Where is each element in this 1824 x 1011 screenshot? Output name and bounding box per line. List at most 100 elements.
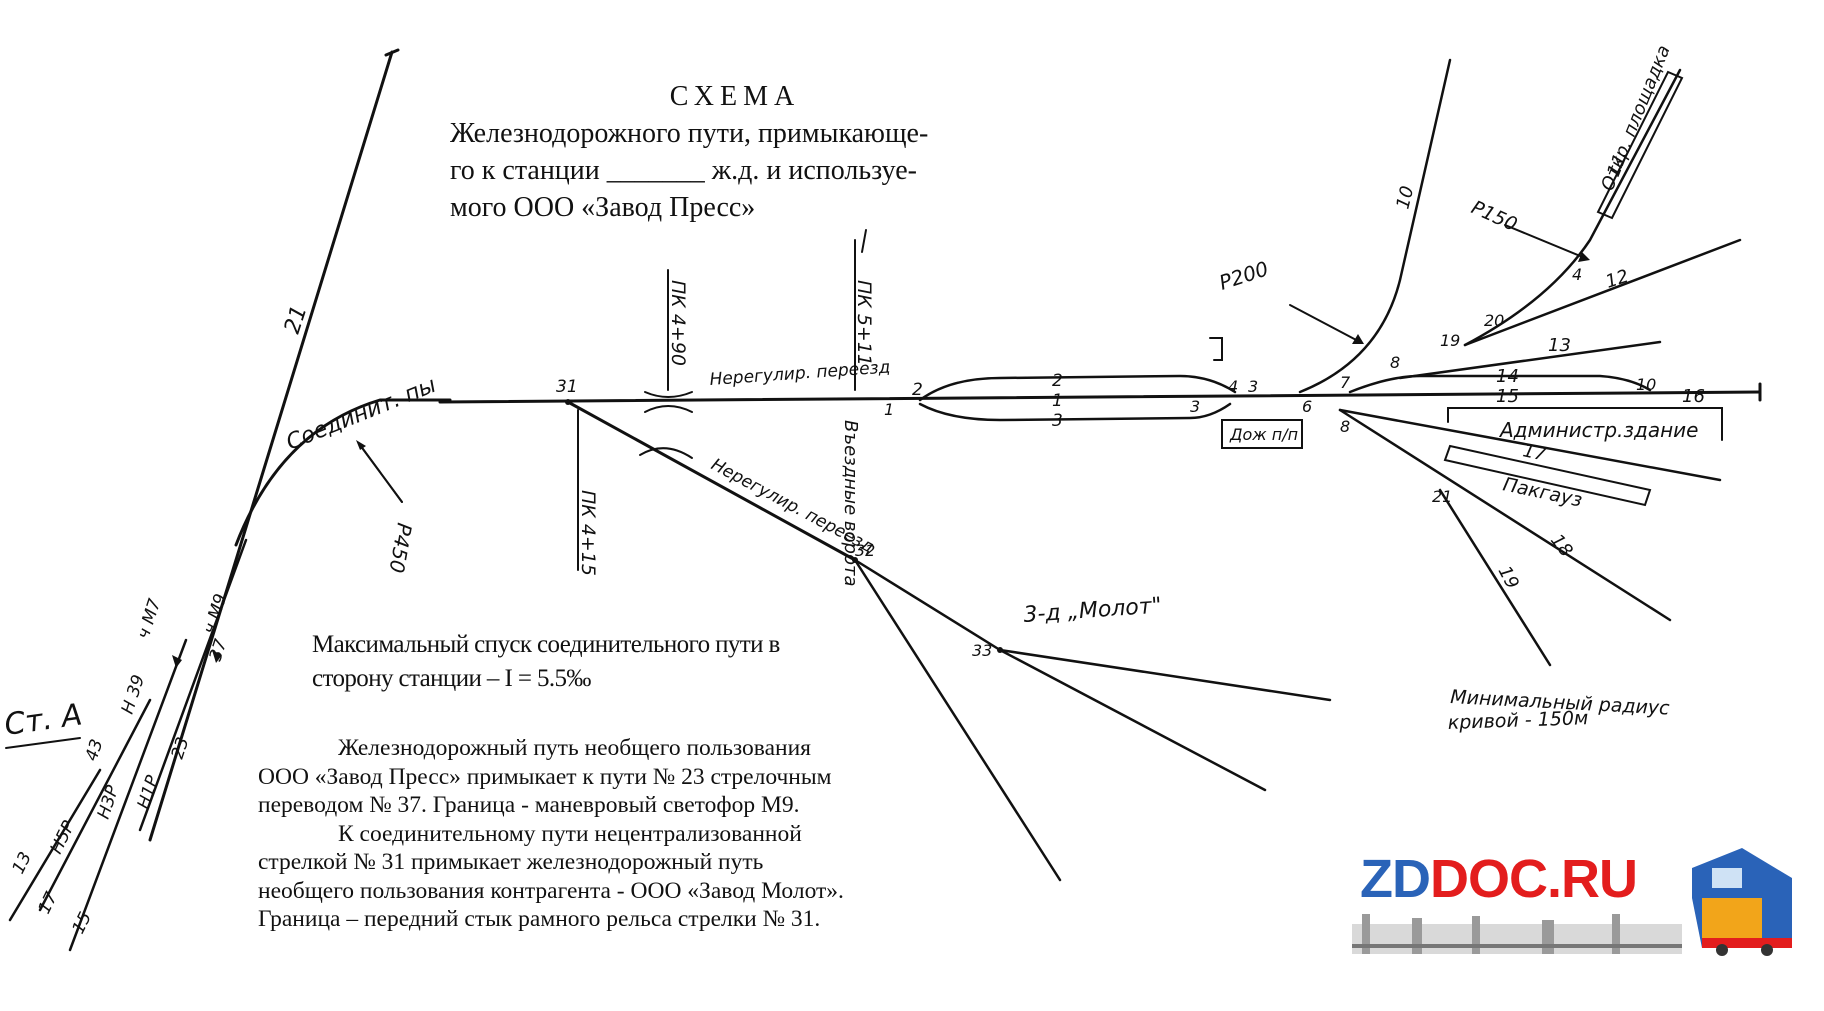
- crossing-1-label: Нерегулир. переезд: [709, 357, 891, 390]
- title-line-2: Железнодорожного пути, примыкающе-: [450, 118, 929, 149]
- switch-8-label: 8: [1390, 353, 1400, 372]
- track-19-label: 19: [1494, 562, 1523, 592]
- depot-box: [1221, 419, 1303, 449]
- track-15s-label: 15: [69, 909, 96, 937]
- track-17-label: 17: [1521, 440, 1548, 465]
- molot-track-a: [853, 558, 1062, 882]
- molot-track-b: [853, 558, 1002, 652]
- main-horizontal-track: [438, 390, 1762, 404]
- track-15-label: 15: [1496, 386, 1519, 407]
- signal-m9-label: ч М9: [200, 591, 232, 636]
- track-17-line: [38, 698, 152, 912]
- track-end-stop: [384, 48, 400, 57]
- description-block: Железнодорожный путь необщего пользовани…: [258, 734, 858, 934]
- track-13-yard-line: [1398, 340, 1662, 380]
- molot-track-d: [998, 648, 1332, 702]
- molot-label: 3-д „Молот": [1023, 593, 1163, 628]
- warehouse-outline: [1443, 444, 1652, 507]
- track-2-line: [918, 374, 1237, 402]
- track-2-label: 2: [1052, 371, 1063, 391]
- admin-label: Администр.здание: [1498, 418, 1698, 442]
- switch-31-dot: [565, 399, 571, 405]
- r450-label: Р450: [384, 521, 416, 575]
- track-12-line: [1463, 238, 1742, 347]
- switch-19-label: 19: [1440, 331, 1460, 350]
- track-13-label: 13: [1548, 335, 1571, 356]
- track-3-line: [918, 402, 1232, 422]
- scheme-title: СХЕМА Железнодорожного пути, примыкающе-…: [450, 78, 1090, 226]
- switch-1-label: 1: [884, 400, 894, 419]
- track-12-label: 12: [1603, 266, 1631, 293]
- min-radius-label-2: кривой - 150м: [1447, 707, 1588, 734]
- title-line-3: го к станции _______ ж.д. и используе-: [450, 155, 917, 186]
- title-line-4: мого ООО «Завод Пресс»: [450, 192, 756, 223]
- station-underline: [5, 737, 81, 749]
- switch-31-label: 31: [556, 377, 578, 397]
- crossing-bracket-1: [644, 405, 693, 413]
- r150-arrow: [1504, 224, 1586, 259]
- logo-text: ZDDOC.RU: [1360, 848, 1638, 910]
- logo-doc: DOC.RU: [1429, 849, 1638, 909]
- switch-6-label: 6: [1302, 397, 1312, 416]
- track-13-line: [8, 768, 102, 922]
- pk490-label: ПК 4+90: [667, 280, 689, 366]
- slope-note: Максимальный спуск соединительного пути …: [312, 628, 872, 696]
- track-18-line: [1338, 408, 1672, 622]
- r200-arrow-head: [1352, 334, 1364, 344]
- crossing-bracket-1b: [644, 391, 693, 398]
- track-23-label: 23: [168, 735, 194, 762]
- signal-n5r-label: Н5Р: [47, 817, 80, 857]
- track-15-line: [68, 638, 188, 952]
- switch-43-label: 43: [82, 737, 108, 764]
- r200-arrow: [1289, 304, 1361, 343]
- track-17-yard-line: [1338, 408, 1722, 482]
- connecting-track-label: Соединит. пы: [283, 373, 440, 456]
- title-heading: СХЕМА: [669, 81, 801, 112]
- track-10-label: 10: [1392, 184, 1418, 211]
- switch-32-label: 32: [855, 541, 875, 560]
- description-paragraph-2: К соединительному пути нецентрализованно…: [258, 820, 844, 933]
- depot-label: Дож п/п: [1229, 425, 1298, 444]
- locomotive-icon: [1692, 848, 1792, 956]
- switch-21-label: 21: [1432, 487, 1452, 506]
- pk415-label: ПК 4+15: [577, 490, 599, 576]
- warehouse-label: Пакгауз: [1501, 473, 1584, 511]
- track-17s-label: 17: [35, 889, 63, 917]
- track-16-label: 16: [1682, 386, 1705, 407]
- track-23-line: [138, 538, 248, 832]
- molot-track-c: [998, 648, 1267, 792]
- switch-32-dot: [852, 557, 858, 563]
- switch-33-dot: [997, 647, 1003, 653]
- station-label: Ст. А: [2, 697, 84, 743]
- r450-arrow: [359, 444, 403, 503]
- bracket-symbol: [1209, 337, 1223, 361]
- switch-7-label: 7: [1340, 373, 1351, 392]
- molot-branch-track: [566, 400, 857, 562]
- factory-skyline-icon: [1352, 914, 1682, 954]
- signal-m7-marker: [172, 655, 182, 668]
- switch-33-label: 33: [972, 641, 992, 660]
- signal-m9-marker: [212, 650, 222, 663]
- track-13s-label: 13: [9, 849, 36, 877]
- track-10-line: [1298, 58, 1452, 394]
- gates-label: Въездные ворота: [840, 420, 861, 587]
- r200-label: Р200: [1216, 256, 1271, 294]
- track-3-label: 3: [1052, 411, 1063, 431]
- logo-zd: ZD: [1360, 849, 1431, 909]
- r150-label: Р150: [1468, 196, 1521, 236]
- pk511-label: ПК 5+11: [853, 280, 875, 366]
- zddoc-logo: ZDDOC.RU: [1352, 838, 1802, 958]
- switch-4b-label: 4: [1572, 265, 1582, 284]
- track-19-line: [1438, 488, 1552, 667]
- switch-5-label: 3: [1248, 377, 1258, 396]
- switch-20-label: 20: [1484, 311, 1504, 330]
- track-14-label: 14: [1496, 366, 1519, 387]
- track-21-line: [148, 50, 394, 842]
- r150-arrow-head: [1578, 252, 1590, 262]
- admin-building-outline: [1447, 407, 1723, 441]
- description-paragraph-1: Железнодорожный путь необщего пользовани…: [258, 735, 832, 818]
- track-1-label: 1: [1052, 391, 1063, 411]
- slope-note-line-1: Максимальный спуск соединительного пути …: [312, 631, 780, 658]
- r450-arrow-head: [356, 440, 366, 450]
